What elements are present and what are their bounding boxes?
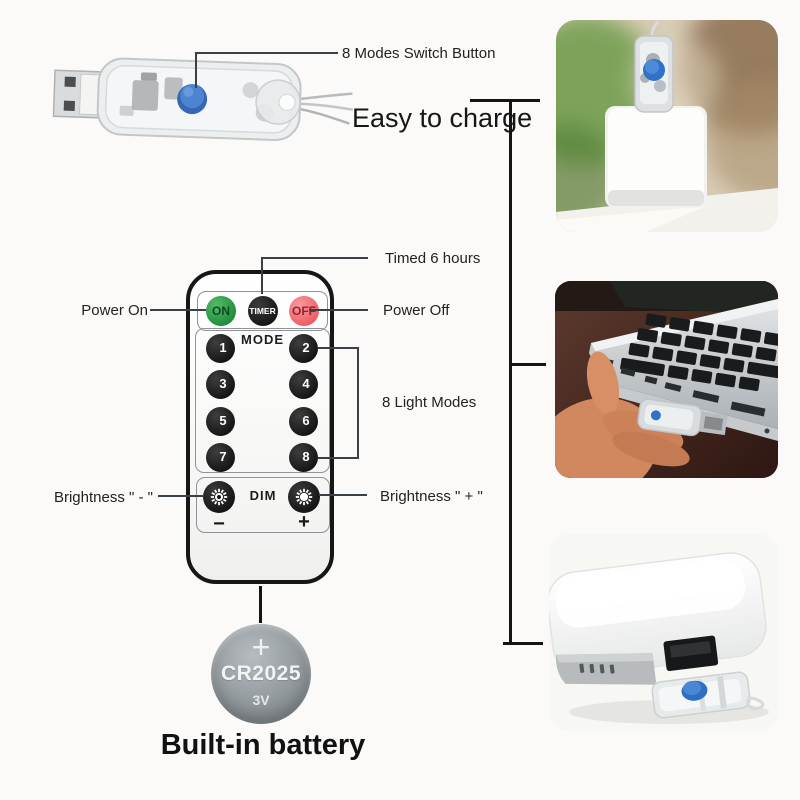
built-in-battery-label: Built-in battery — [160, 729, 366, 761]
photo-usb-into-laptop — [555, 281, 778, 478]
battery-voltage: 3V — [252, 692, 270, 708]
dim-plus-sign: + — [298, 511, 310, 533]
wire — [292, 106, 350, 125]
usb-controller-illustration — [52, 57, 354, 141]
photo-usb-into-power-bank — [549, 534, 778, 731]
power-on-label: Power On — [81, 302, 148, 319]
mode-label: MODE — [241, 332, 284, 347]
light-modes-bracket-vertical — [357, 347, 359, 459]
brightness-icon — [295, 488, 313, 506]
off-button: OFF — [289, 296, 319, 326]
usb-contact — [63, 100, 76, 111]
battery-pointer-line — [259, 586, 262, 623]
brightness-plus-line — [319, 494, 367, 496]
timer-line-horizontal — [261, 257, 368, 259]
remote-control: ON TIMER OFF MODE 1 2 3 4 5 6 7 8 DIM — [186, 270, 334, 584]
battery-model: CR2025 — [220, 662, 302, 685]
power-off-line — [309, 309, 368, 311]
dim-label: DIM — [249, 488, 277, 503]
timed-label: Timed 6 hours — [385, 250, 481, 267]
easy-to-charge-label: Easy to charge — [352, 103, 533, 133]
wire — [295, 92, 353, 101]
bracket-tick-middle — [509, 363, 546, 366]
light-modes-bracket-top — [318, 347, 359, 349]
power-button-group: ON TIMER OFF — [197, 291, 328, 331]
mode-button-1: 1 — [205, 333, 235, 363]
mode-button-7: 7 — [205, 442, 235, 472]
on-button: ON — [206, 296, 236, 326]
timer-button: TIMER — [247, 296, 278, 326]
dim-plus-button — [288, 481, 320, 513]
callout-line-modes-switch-horizontal — [195, 52, 338, 54]
battery-plus-mark: + — [251, 629, 271, 665]
brightness-minus-line — [158, 495, 203, 497]
brightness-plus-label: Brightness " + " — [380, 488, 483, 505]
light-modes-label: 8 Light Modes — [382, 394, 477, 411]
mode-button-group: MODE 1 2 3 4 5 6 7 8 — [195, 328, 330, 473]
callout-line-modes-switch-vertical — [195, 52, 197, 88]
brightness-icon — [210, 488, 228, 506]
mode-button-6: 6 — [288, 406, 318, 436]
dim-minus-sign: − — [213, 513, 225, 535]
timer-line-vertical — [261, 257, 263, 294]
mode-button-5: 5 — [205, 406, 235, 436]
brightness-minus-label: Brightness " - " — [53, 489, 153, 506]
light-modes-bracket-bottom — [318, 457, 359, 459]
mode-button-2: 2 — [288, 333, 318, 363]
mode-button-8: 8 — [288, 442, 318, 472]
usb-contact — [64, 76, 76, 87]
wire — [294, 102, 354, 111]
mode-button-3: 3 — [205, 369, 235, 399]
dim-button-group: DIM − + — [196, 477, 330, 535]
bracket-tick-top — [470, 99, 540, 102]
photo-usb-on-wall-charger — [556, 20, 778, 232]
power-on-line — [150, 309, 206, 311]
bracket-tick-bottom — [503, 642, 543, 645]
power-off-label: Power Off — [383, 302, 450, 319]
modes-switch-label: 8 Modes Switch Button — [342, 45, 496, 62]
dim-minus-button — [203, 481, 235, 513]
battery-cr2025: + CR2025 3V — [211, 624, 311, 724]
bracket-vertical-line — [509, 99, 512, 645]
mode-button-4: 4 — [288, 369, 318, 399]
